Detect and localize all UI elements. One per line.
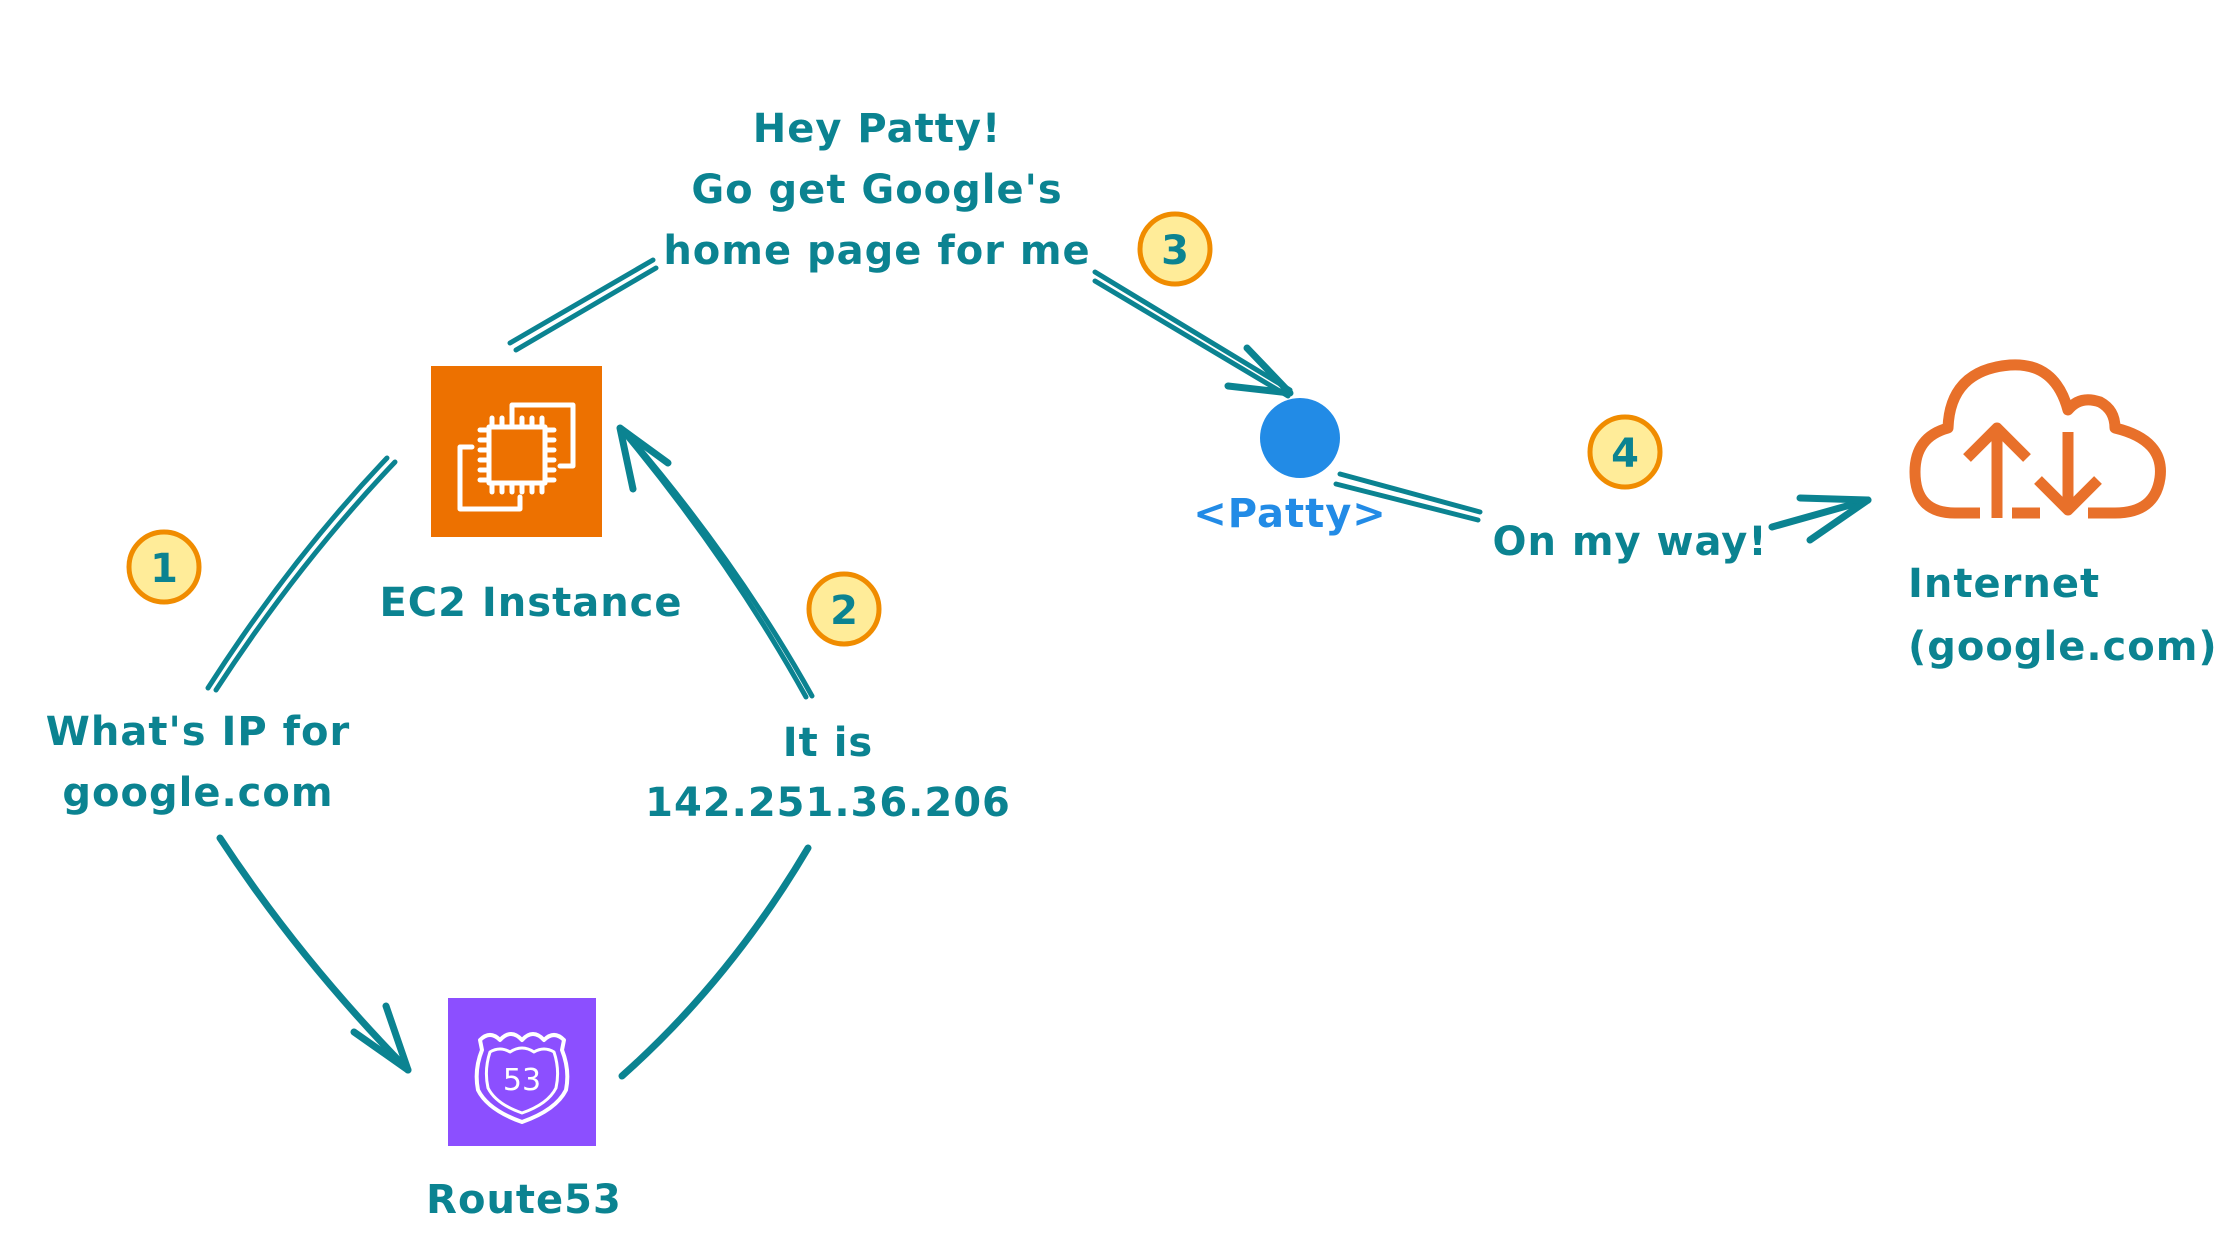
step-2-message-line2: 142.251.36.206 xyxy=(645,780,1011,826)
step-3-arrowhead xyxy=(1224,344,1294,397)
internet-label-line1: Internet xyxy=(1908,561,2100,607)
step-4-badge: 4 xyxy=(1587,414,1663,490)
step-2: 2 It is 142.251.36.206 xyxy=(616,424,1011,1080)
step-3-arrow xyxy=(1092,269,1293,393)
step-1-line-double xyxy=(213,459,398,693)
step-2-badge: 2 xyxy=(806,571,882,647)
step-1-message-line1: What's IP for xyxy=(46,709,350,755)
step-3-message-line3: home page for me xyxy=(663,228,1090,274)
step-3: Hey Patty! Go get Google's home page for… xyxy=(507,106,1294,399)
ec2-label: EC2 Instance xyxy=(379,580,682,626)
route53-label: Route53 xyxy=(426,1177,622,1223)
patty-label: <Patty> xyxy=(1193,491,1387,537)
step-2-arrowhead xyxy=(616,424,672,493)
step-1-arrowhead xyxy=(350,1002,412,1074)
chip-pins xyxy=(477,415,557,495)
step-3-number: 3 xyxy=(1161,228,1189,274)
step-4-message-line1: On my way! xyxy=(1492,519,1767,565)
step-3-badge: 3 xyxy=(1137,211,1213,287)
step-1: 1 What's IP for google.com xyxy=(46,455,412,1074)
step-4-line xyxy=(1337,471,1483,515)
internet-node[interactable]: Internet (google.com) xyxy=(1908,359,2218,670)
step-1-line xyxy=(205,455,390,691)
ec2-chip-icon xyxy=(457,402,576,512)
internet-label-line2: (google.com) xyxy=(1908,624,2218,670)
patty-node[interactable]: <Patty> xyxy=(1193,398,1387,537)
route53-node[interactable]: 53 Route53 xyxy=(426,998,622,1223)
step-4-arrowhead xyxy=(1796,494,1872,544)
step-2-arrow-double xyxy=(621,427,815,699)
step-3-line-double xyxy=(513,265,659,353)
step-1-number: 1 xyxy=(150,546,178,592)
step-3-line xyxy=(507,257,656,346)
route53-shield-text: 53 xyxy=(503,1063,541,1098)
patty-circle xyxy=(1260,398,1340,478)
ec2-node[interactable]: EC2 Instance xyxy=(379,366,682,626)
step-1-badge: 1 xyxy=(126,529,202,605)
step-1-arrow xyxy=(216,834,412,1074)
step-3-message-line1: Hey Patty! xyxy=(753,106,1001,152)
step-4-arrow xyxy=(1768,496,1872,531)
step-4-line-double xyxy=(1333,481,1481,523)
step-2-message-line1: It is xyxy=(783,720,873,766)
step-2-line xyxy=(618,844,812,1080)
step-3-message-line2: Go get Google's xyxy=(691,167,1062,213)
step-3-arrow-double xyxy=(1092,278,1291,399)
step-2-arrow xyxy=(617,425,809,700)
step-4: 4 On my way! xyxy=(1333,414,1872,565)
step-1-message-line2: google.com xyxy=(62,770,333,816)
step-2-number: 2 xyxy=(830,588,858,634)
step-4-number: 4 xyxy=(1611,431,1639,477)
cloud-upload-download-icon xyxy=(1909,359,2166,519)
route53-shield-icon xyxy=(474,1032,570,1124)
